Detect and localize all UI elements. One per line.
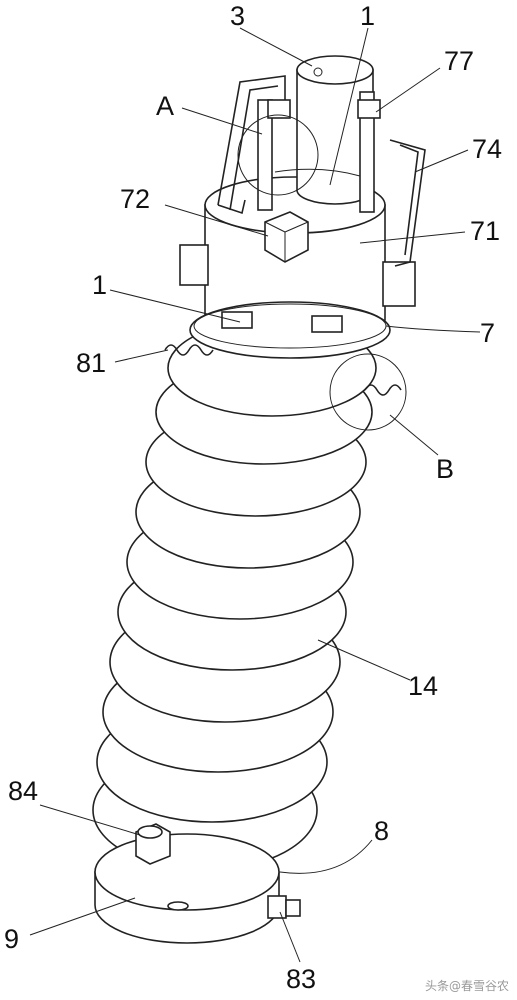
label-A: A <box>156 91 174 121</box>
bottom-end-cap <box>94 823 301 944</box>
label-3: 3 <box>230 1 245 31</box>
leader-lines <box>29 27 481 963</box>
label-72: 72 <box>120 184 150 214</box>
label-1-top: 1 <box>360 1 375 31</box>
label-7: 7 <box>480 318 495 348</box>
label-B: B <box>436 454 454 484</box>
label-14: 14 <box>408 671 438 701</box>
label-8: 8 <box>374 816 389 846</box>
insulator-sheds <box>92 319 377 871</box>
label-71: 71 <box>470 216 500 246</box>
clamp-ring <box>164 301 402 396</box>
label-1-mid: 1 <box>92 270 107 300</box>
label-74: 74 <box>472 134 502 164</box>
label-83: 83 <box>286 964 316 994</box>
watermark-text: 头条@春雪谷农 <box>425 979 509 993</box>
label-9: 9 <box>4 924 19 954</box>
label-77: 77 <box>444 46 474 76</box>
top-cylinder <box>274 55 374 205</box>
label-81: 81 <box>76 348 106 378</box>
frame-brackets <box>217 75 426 267</box>
label-84: 84 <box>8 776 38 806</box>
